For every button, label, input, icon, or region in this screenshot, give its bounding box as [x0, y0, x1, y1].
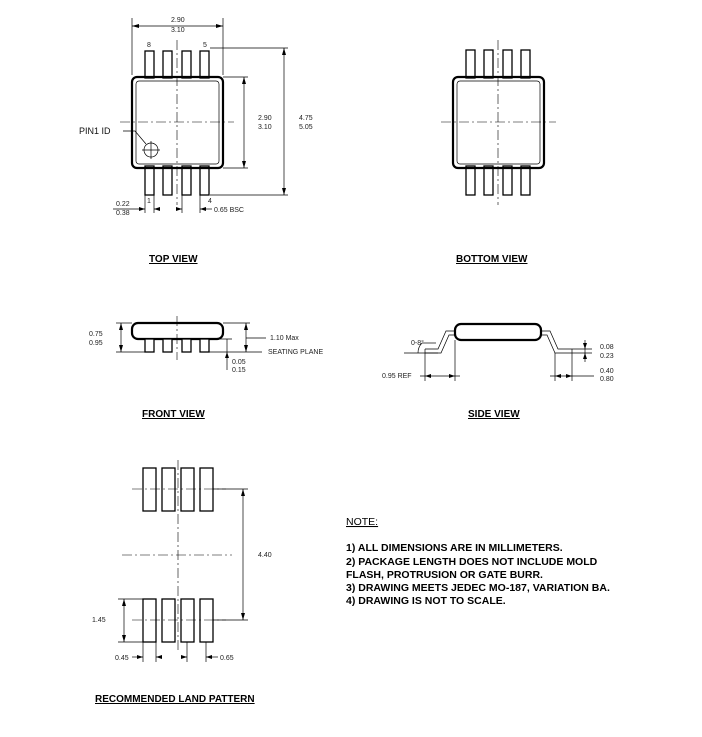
note-line: 1) ALL DIMENSIONS ARE IN MILLIMETERS.: [346, 542, 563, 554]
top-view-pin-4: [199, 165, 210, 196]
top-view-pin-2: [162, 165, 173, 196]
standoff-min: 0.05: [232, 359, 246, 366]
bottom-view-title: BOTTOM VIEW: [456, 254, 528, 265]
front-view-pin: [199, 338, 210, 353]
pin-4-label: 4: [208, 198, 212, 205]
top-view-pin-5: [199, 50, 210, 79]
side-view-title: SIDE VIEW: [468, 409, 520, 420]
note-line: 2) PACKAGE LENGTH DOES NOT INCLUDE MOLD: [346, 556, 598, 568]
pad-length-label: 1.45: [92, 617, 106, 624]
total-height-max: 5.05: [299, 124, 313, 131]
top-view: PIN1 ID 8 5 1 4 2.90 3.10 2.90 3.10 4.75…: [79, 17, 313, 265]
top-view-pin-8: [144, 50, 155, 79]
front-view-body: [130, 321, 225, 341]
max-height-label: 1.10 Max: [270, 335, 299, 342]
land-pad: [199, 598, 214, 643]
bottom-view: BOTTOM VIEW: [441, 40, 556, 265]
pin-5-label: 5: [203, 42, 207, 49]
note-line: 3) DRAWING MEETS JEDEC MO-187, VARIATION…: [346, 582, 610, 594]
bottom-view-pin: [502, 165, 513, 196]
bottom-view-pin: [483, 49, 494, 79]
front-view-pin: [162, 338, 173, 353]
pin-1-label: 1: [147, 198, 151, 205]
bottom-view-pin: [520, 49, 531, 79]
body-height-max: 3.10: [258, 124, 272, 131]
front-height-max: 0.95: [89, 340, 103, 347]
front-view-pin: [181, 338, 192, 353]
top-view-pin-3: [181, 165, 192, 196]
land-pad: [199, 467, 214, 512]
pin1-id-label: PIN1 ID: [79, 126, 111, 136]
bottom-view-body: [451, 75, 546, 170]
land-pattern-title: RECOMMENDED LAND PATTERN: [95, 694, 255, 705]
seating-plane-label: SEATING PLANE: [268, 349, 323, 356]
note-line: 4) DRAWING IS NOT TO SCALE.: [346, 595, 506, 607]
pad-width-label: 0.45: [115, 655, 129, 662]
foot-min: 0.40: [600, 368, 614, 375]
note-line: FLASH, PROTRUSION OR GATE BURR.: [346, 569, 543, 581]
bottom-view-pin: [465, 49, 476, 79]
bottom-view-pin: [483, 165, 494, 196]
side-view-body: [453, 322, 543, 342]
foot-max: 0.80: [600, 376, 614, 383]
front-height-min: 0.75: [89, 331, 103, 338]
angle-label: 0-8°: [411, 339, 424, 347]
bottom-view-pin: [520, 165, 531, 196]
top-view-body: [130, 75, 225, 170]
front-view-title: FRONT VIEW: [142, 409, 205, 420]
land-pad: [180, 598, 195, 643]
top-width-min: 2.90: [171, 17, 185, 24]
bottom-view-pin: [465, 165, 476, 196]
top-view-body-inner: [135, 80, 220, 165]
land-pad: [161, 598, 176, 643]
front-view: 0.75 0.95 1.10 Max SEATING PLANE 0.05 0.…: [89, 316, 323, 420]
land-pattern: 4.40 1.45 0.45 0.65 RECOMMENDED LAND PAT…: [92, 460, 272, 705]
land-pitch-label: 0.65: [220, 655, 234, 662]
standoff-max: 0.15: [232, 367, 246, 374]
pitch-label: 0.65 BSC: [214, 207, 244, 214]
top-view-pin-6: [181, 50, 192, 79]
land-pad: [142, 467, 157, 512]
pin-8-label: 8: [147, 42, 151, 49]
notes: NOTE: 1) ALL DIMENSIONS ARE IN MILLIMETE…: [346, 516, 610, 607]
land-pad: [180, 467, 195, 512]
ref-label: 0.95 REF: [382, 373, 412, 380]
top-view-pin-7: [162, 50, 173, 79]
bottom-view-pin: [502, 49, 513, 79]
notes-heading: NOTE:: [346, 516, 378, 528]
span-label: 4.40: [258, 552, 272, 559]
lead-thk-max: 0.23: [600, 353, 614, 360]
top-view-title: TOP VIEW: [149, 254, 198, 265]
lead-width-min: 0.22: [116, 201, 130, 208]
top-width-max: 3.10: [171, 27, 185, 34]
side-view: 0-8° 0.95 REF 0.08 0.23 0.40 0.80 SIDE V…: [382, 322, 614, 420]
land-pad: [161, 467, 176, 512]
land-pad: [142, 598, 157, 643]
body-height-min: 2.90: [258, 115, 272, 122]
lead-thk-min: 0.08: [600, 344, 614, 351]
total-height-min: 4.75: [299, 115, 313, 122]
top-view-pin-1: [144, 165, 155, 196]
lead-width-max: 0.38: [116, 210, 130, 217]
front-view-pin: [144, 338, 155, 353]
